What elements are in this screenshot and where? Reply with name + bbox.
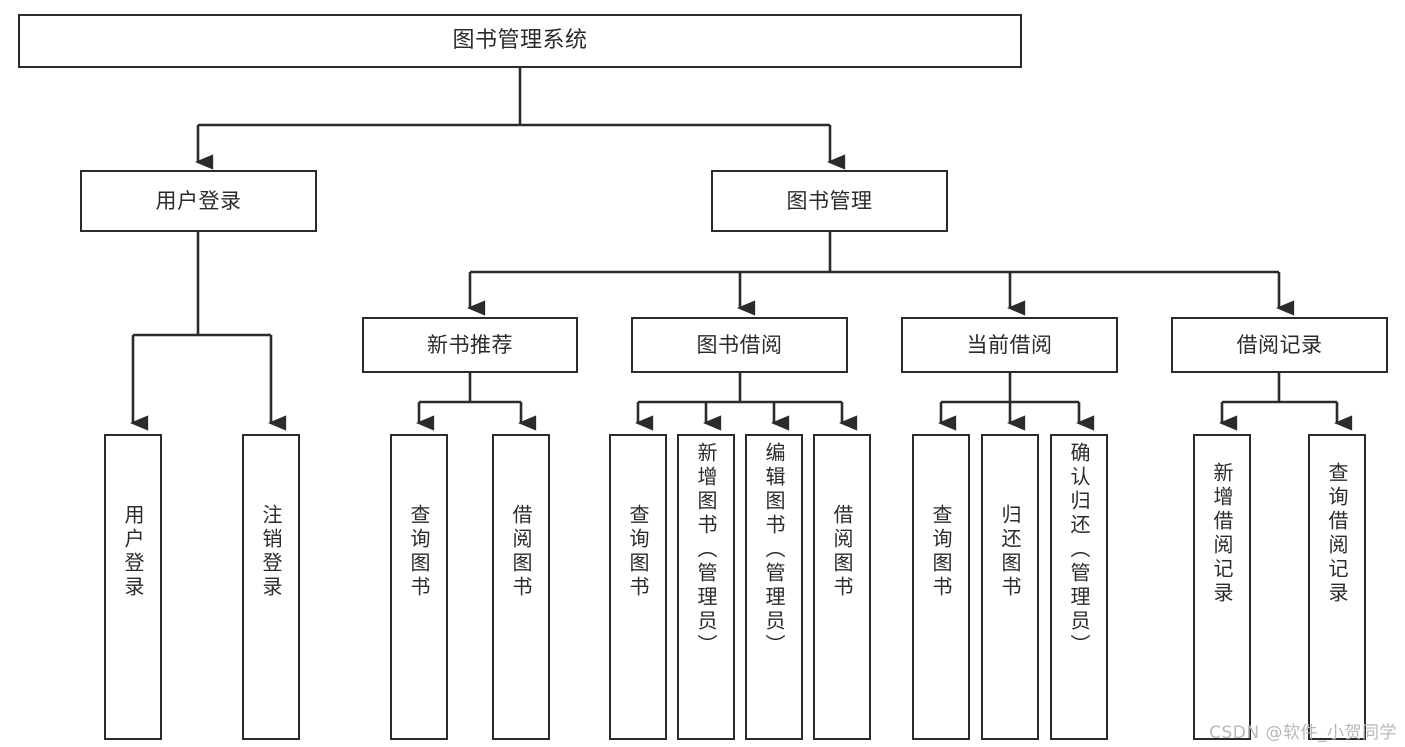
- node-book-manage[interactable]: 图书管理: [711, 170, 948, 232]
- node-leaf-user-login-label: 用户登录: [121, 504, 145, 600]
- node-leaf-query-book-3-label: 查询图书: [929, 504, 953, 600]
- node-leaf-add-book-label: 新增图书（管理员）: [694, 442, 718, 658]
- node-leaf-add-record[interactable]: 新增借阅记录: [1193, 434, 1251, 740]
- node-leaf-query-book-2-label: 查询图书: [626, 504, 650, 600]
- node-leaf-logout[interactable]: 注销登录: [242, 434, 300, 740]
- node-leaf-edit-book-label: 编辑图书（管理员）: [762, 442, 786, 658]
- node-borrow-record-label: 借阅记录: [1236, 332, 1323, 357]
- node-user-login-label: 用户登录: [155, 188, 242, 213]
- node-leaf-query-book-3[interactable]: 查询图书: [912, 434, 970, 740]
- node-leaf-query-book-2[interactable]: 查询图书: [609, 434, 667, 740]
- node-leaf-add-book[interactable]: 新增图书（管理员）: [677, 434, 735, 740]
- node-leaf-borrow-book-2-label: 借阅图书: [830, 504, 854, 600]
- node-leaf-logout-label: 注销登录: [259, 504, 283, 600]
- node-root-label: 图书管理系统: [452, 28, 588, 54]
- node-leaf-confirm-return-label: 确认归还（管理员）: [1067, 442, 1091, 658]
- node-leaf-borrow-book-1-label: 借阅图书: [509, 504, 533, 600]
- node-leaf-query-book-1-label: 查询图书: [407, 504, 431, 600]
- node-new-book-recommend[interactable]: 新书推荐: [362, 317, 578, 373]
- node-leaf-edit-book[interactable]: 编辑图书（管理员）: [745, 434, 803, 740]
- node-leaf-return-book[interactable]: 归还图书: [981, 434, 1039, 740]
- node-book-manage-label: 图书管理: [786, 188, 873, 213]
- node-leaf-borrow-book-1[interactable]: 借阅图书: [492, 434, 550, 740]
- node-leaf-confirm-return[interactable]: 确认归还（管理员）: [1050, 434, 1108, 740]
- node-leaf-add-record-label: 新增借阅记录: [1210, 462, 1234, 606]
- node-leaf-return-book-label: 归还图书: [998, 504, 1022, 600]
- node-current-borrow[interactable]: 当前借阅: [901, 317, 1118, 373]
- node-leaf-query-book-1[interactable]: 查询图书: [390, 434, 448, 740]
- node-user-login[interactable]: 用户登录: [80, 170, 317, 232]
- node-leaf-query-record[interactable]: 查询借阅记录: [1308, 434, 1366, 740]
- node-leaf-borrow-book-2[interactable]: 借阅图书: [813, 434, 871, 740]
- node-root[interactable]: 图书管理系统: [18, 14, 1022, 68]
- node-leaf-user-login[interactable]: 用户登录: [104, 434, 162, 740]
- node-leaf-query-record-label: 查询借阅记录: [1325, 462, 1349, 606]
- node-book-borrow[interactable]: 图书借阅: [631, 317, 848, 373]
- node-new-book-recommend-label: 新书推荐: [427, 332, 513, 357]
- node-current-borrow-label: 当前借阅: [966, 332, 1053, 357]
- node-borrow-record[interactable]: 借阅记录: [1171, 317, 1388, 373]
- watermark: CSDN @软件_小贺同学: [1209, 723, 1397, 743]
- node-book-borrow-label: 图书借阅: [696, 332, 783, 357]
